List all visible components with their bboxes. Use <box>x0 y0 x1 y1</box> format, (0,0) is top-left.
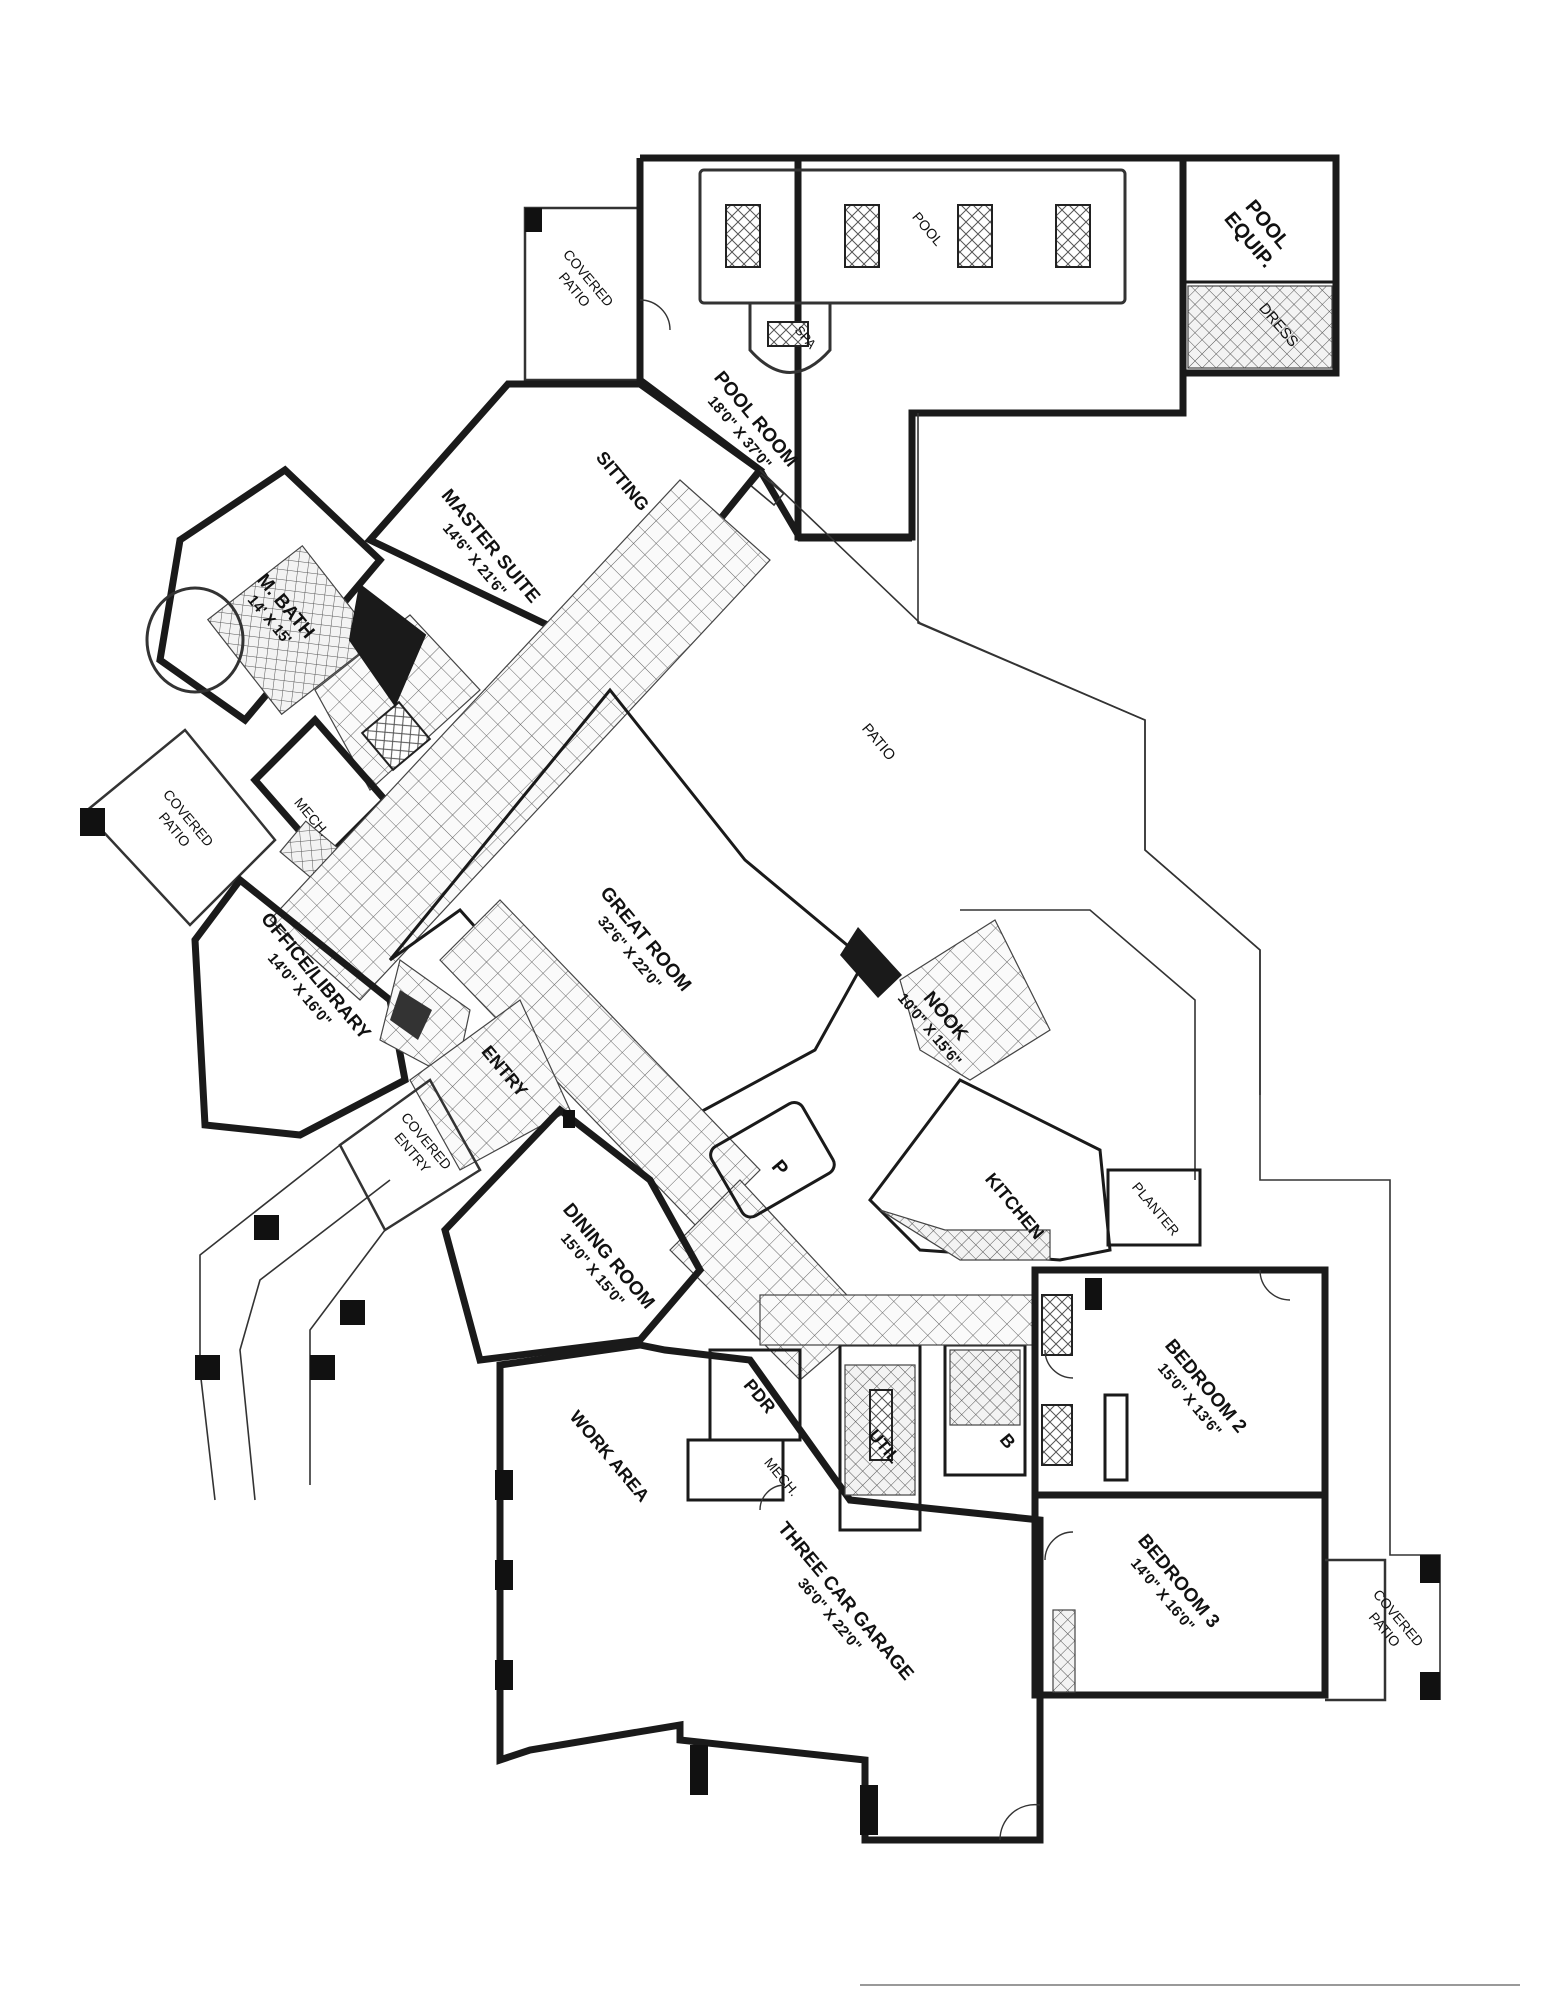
door-swings <box>639 299 1291 1841</box>
pool-label: POOL <box>909 209 946 249</box>
office-entry-wing <box>191 875 705 1501</box>
bedroom-wing <box>1031 1179 1441 1702</box>
pool-wing <box>523 154 1340 1095</box>
patio-label: PATIO <box>858 720 899 764</box>
planter-label: PLANTER <box>1129 1179 1183 1239</box>
master-wing <box>80 380 771 1001</box>
bath-label: B <box>996 1430 1020 1453</box>
pdr-label: PDR <box>740 1375 780 1417</box>
work-area-label: WORK AREA <box>566 1407 654 1506</box>
spa-basin <box>748 303 832 374</box>
pool-basin <box>698 168 1127 305</box>
pantry-label: P <box>767 1156 792 1180</box>
sitting-label: SITTING <box>592 448 653 515</box>
central-wing <box>388 469 1330 1381</box>
garage-name: THREE CAR GARAGE <box>773 1518 917 1684</box>
garage-service-wing <box>495 1294 1044 1844</box>
